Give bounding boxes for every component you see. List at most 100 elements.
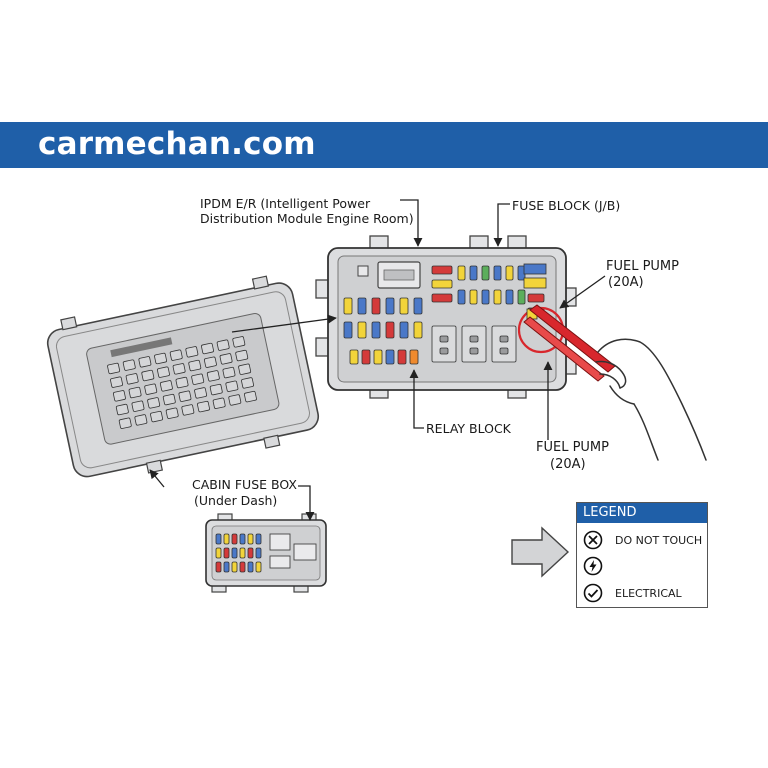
cover-slot (172, 363, 186, 375)
fuse (239, 561, 246, 573)
fuse (385, 297, 395, 315)
fuse (481, 289, 490, 305)
cover-slot (112, 390, 126, 402)
cover-slot (138, 356, 152, 368)
cover-slot (228, 394, 242, 406)
cover-slot (197, 400, 210, 413)
cover-slot (128, 386, 142, 399)
check-circle-icon (583, 583, 603, 603)
relay-terminal (439, 335, 449, 343)
fuse (371, 321, 381, 339)
cover-slot (191, 373, 205, 385)
fuel-pump-bottom-label: FUEL PUMP (536, 440, 609, 455)
fuse (231, 533, 238, 545)
cover-slot (110, 376, 123, 388)
relay-block (431, 325, 517, 363)
fuse (493, 289, 502, 305)
fuse-block-label: FUSE BLOCK (J/B) (512, 198, 621, 213)
relay-terminal (499, 347, 509, 355)
cover-slot (209, 383, 223, 396)
cover-slot (150, 410, 163, 423)
fuse (505, 289, 514, 305)
cover-slot (144, 383, 158, 395)
fuse (371, 297, 381, 315)
fuse (431, 293, 453, 303)
cover-slot (147, 397, 161, 409)
callout-lines (149, 199, 606, 521)
pointer-arrow (511, 526, 570, 578)
fuel-pump-bottom-amps: (20A) (550, 457, 586, 472)
cover-slot (216, 339, 230, 351)
cover-slot (165, 407, 179, 419)
ipdm-label-line1: IPDM E/R (Intelligent Power (200, 196, 371, 211)
fuse (385, 321, 395, 339)
fuse (255, 533, 262, 545)
fuse (215, 561, 222, 573)
fuse (413, 297, 423, 315)
fuse (255, 561, 262, 573)
fuse (215, 547, 222, 559)
relay-block-label: RELAY BLOCK (426, 421, 511, 436)
fuse (397, 349, 407, 365)
cover-slot (244, 390, 257, 403)
ipdm-label-line2: Distribution Module Engine Room) (200, 211, 414, 226)
cover-fuse-grid (107, 336, 257, 429)
cover-slot (131, 400, 145, 412)
cover-slot (203, 356, 217, 368)
fuse (215, 533, 222, 545)
cover-slot (212, 397, 226, 409)
cover-slot (118, 417, 132, 429)
fuse (239, 533, 246, 545)
cover-slot (201, 342, 214, 355)
fuse (469, 265, 478, 281)
cover-slot (175, 376, 189, 389)
fuse (223, 547, 230, 559)
fuse (223, 561, 230, 573)
cover-slot (241, 377, 254, 389)
fuse (385, 349, 395, 365)
fuse (357, 297, 367, 315)
site-banner: carmechan.com (0, 122, 768, 168)
cabin-fuse-box-label: CABIN FUSE BOX (192, 477, 297, 492)
fuse (223, 533, 230, 545)
relay-terminal (469, 335, 479, 343)
cover-slot (107, 362, 121, 375)
fuse (399, 321, 409, 339)
fuse (361, 349, 371, 365)
cover-slot (181, 404, 195, 416)
legend-label-do-not-touch: DO NOT TOUCH (615, 533, 703, 547)
fuse (343, 297, 353, 315)
legend-row-lightning (583, 555, 703, 577)
cover-slot (134, 414, 148, 426)
ipdm-box (315, 235, 577, 399)
fuse (239, 547, 246, 559)
fuse (231, 547, 238, 559)
fuse (349, 349, 359, 365)
cover-slot (185, 346, 199, 358)
cover-slot (219, 353, 233, 365)
fuse (399, 297, 409, 315)
fuse (457, 265, 466, 281)
fuse (343, 321, 353, 339)
cover-slot (122, 359, 136, 371)
cabin-fuse-box-sublabel: (Under Dash) (194, 493, 278, 508)
cover-slot (235, 349, 249, 362)
fuse (255, 547, 262, 559)
fuse (409, 349, 419, 365)
legend-title: LEGEND (577, 503, 707, 523)
fuse (247, 533, 254, 545)
fuse (505, 265, 514, 281)
fuse (247, 561, 254, 573)
cover-slot (159, 380, 173, 392)
lightning-circle-icon (583, 556, 603, 576)
cover-slot (188, 359, 202, 372)
cover-slot (225, 380, 239, 392)
fuel-pump-top-label: FUEL PUMP (606, 259, 679, 274)
fuse (373, 349, 383, 365)
fuse (413, 321, 423, 339)
hand-illustration (595, 338, 707, 461)
fuse (527, 293, 545, 303)
fuse (431, 265, 453, 275)
cabin-fuse-box (205, 513, 327, 593)
